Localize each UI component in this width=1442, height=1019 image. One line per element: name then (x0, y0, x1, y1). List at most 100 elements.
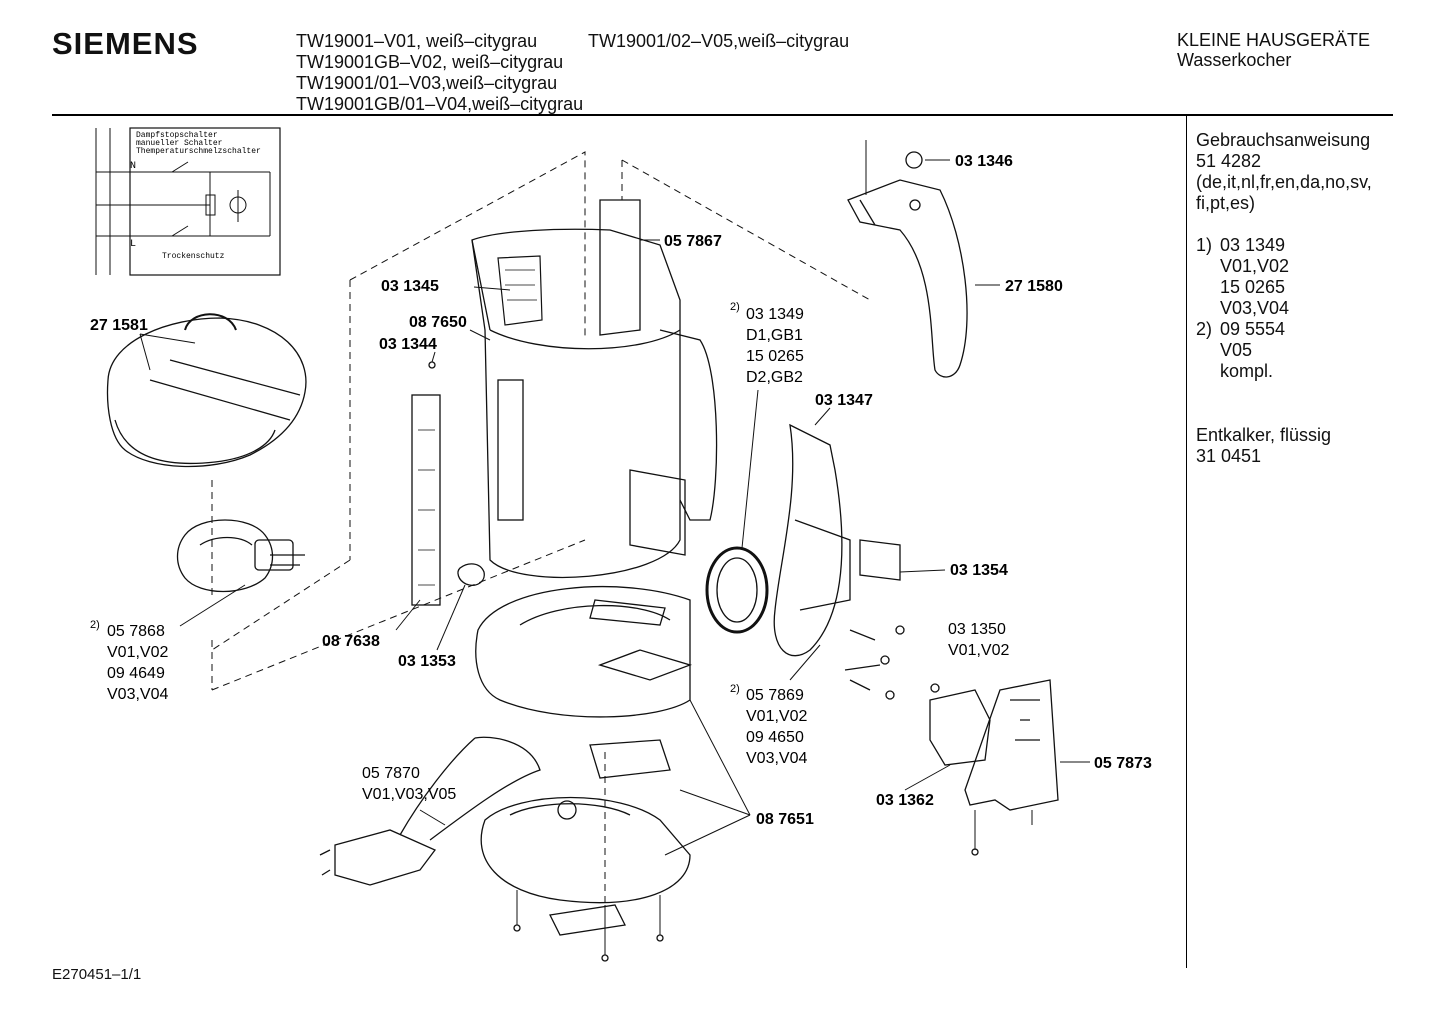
footnote-line: kompl. (1220, 361, 1274, 381)
footnote-marker: 2) (730, 301, 740, 313)
descaler-block: Entkalker, flüssig 31 0451 (1196, 425, 1331, 467)
schematic-label: Trockenschutz (162, 252, 225, 261)
manual-title: Gebrauchsanweisung (1196, 130, 1371, 150)
part-label: 03 1354 (950, 562, 1008, 579)
footnote-marker: 2) (730, 683, 740, 695)
thermostat-control (773, 423, 901, 657)
category-block: KLEINE HAUSGERÄTE Wasserkocher (1177, 30, 1370, 70)
footnote-line: V03,V04 (1220, 298, 1290, 318)
heating-element (176, 519, 305, 593)
part-label: 09 4650 (746, 729, 804, 746)
part-label: V01,V02 (746, 708, 807, 725)
footnote-line: V05 (1220, 340, 1253, 360)
part-label: V01,V02 (107, 644, 168, 661)
leader-lines (139, 159, 1090, 856)
model-line: TW19001–V01, weiß–citygrau (296, 31, 538, 51)
manual-languages: (de,it,nl,fr,en,da,no,sv, (1196, 172, 1372, 192)
part-label: 03 1345 (381, 278, 439, 295)
schematic-label: Themperaturschmelzschalter (136, 147, 261, 156)
descaler-label: Entkalker, flüssig (1196, 425, 1332, 445)
switch-symbol (171, 161, 189, 237)
part-label: 08 7650 (409, 314, 467, 331)
switch-panel (599, 199, 641, 336)
part-label: 03 1344 (379, 336, 437, 353)
small-parts (844, 625, 940, 700)
category-subtitle: Wasserkocher (1177, 50, 1292, 70)
model-line: TW19001GB–V02, weiß–citygrau (296, 52, 564, 72)
header-divider (52, 114, 1393, 116)
footnote-marker: 2) (1196, 319, 1213, 339)
schematic-wires (96, 171, 271, 237)
part-label: 03 1347 (815, 392, 873, 409)
limescale-filter (497, 255, 543, 326)
manual-block: Gebrauchsanweisung 51 4282 (de,it,nl,fr,… (1196, 130, 1372, 214)
model-line: TW19001/01–V03,weiß–citygrau (296, 73, 558, 93)
part-label: V03,V04 (107, 686, 168, 703)
lamp-symbol (229, 196, 247, 214)
model-line: TW19001GB/01–V04,weiß–citygrau (296, 94, 584, 114)
handle-cover (847, 140, 968, 378)
part-label: 08 7651 (756, 811, 814, 828)
part-label: 27 1581 (90, 317, 148, 334)
part-label: D1,GB1 (746, 327, 803, 344)
part-label: 03 1350 (948, 621, 1006, 638)
resistor-symbol (205, 194, 216, 216)
manual-number: 51 4282 (1196, 151, 1262, 171)
part-label: V01,V02 (948, 642, 1009, 659)
schematic-label: manueller Schalter (136, 139, 223, 148)
guide-line (621, 159, 871, 301)
assembly-guides (211, 151, 871, 925)
water-level-gauge (411, 361, 441, 606)
sealing-ring (705, 546, 769, 634)
kettle-body (471, 228, 718, 579)
footnote-line: V01,V02 (1220, 256, 1290, 276)
footnote-2-values: 09 5554 V05 kompl. (1220, 319, 1285, 382)
brand-logo: SIEMENS (52, 26, 199, 61)
part-label: 09 4649 (107, 665, 165, 682)
model-line: TW19001/02–V05,weiß–citygrau (588, 31, 850, 51)
footnote-line: 03 1349 (1220, 235, 1286, 255)
footnote-line: 15 0265 (1220, 277, 1286, 297)
part-label: 05 7867 (664, 233, 722, 250)
part-label: V01,V03,V05 (362, 786, 456, 803)
model-list-left: TW19001–V01, weiß–citygrau TW19001GB–V02… (296, 31, 583, 115)
part-label: 03 1353 (398, 653, 456, 670)
schematic-frame (129, 127, 281, 276)
descaler-number: 31 0451 (1196, 446, 1262, 466)
footnote-1-values: 03 1349 V01,V02 15 0265 V03,V04 (1220, 235, 1289, 319)
model-list-right: TW19001/02–V05,weiß–citygrau (588, 31, 849, 52)
guide-line (211, 151, 586, 691)
terminal-label: L (130, 239, 136, 250)
footnote-2: 2) (1196, 319, 1212, 340)
kettle-lid (106, 313, 307, 468)
footnote-marker: 1) (1196, 235, 1213, 255)
part-label: 05 7873 (1094, 755, 1152, 772)
part-label: 27 1580 (1005, 278, 1063, 295)
part-label: V03,V04 (746, 750, 807, 767)
manual-languages: fi,pt,es) (1196, 193, 1256, 213)
category-title: KLEINE HAUSGERÄTE (1177, 30, 1371, 50)
part-label: 03 1349 (746, 306, 804, 323)
part-label: 05 7870 (362, 765, 420, 782)
part-label: 03 1362 (876, 792, 934, 809)
footnote-1: 1) (1196, 235, 1212, 256)
part-labels: 03 1346 05 7867 27 1580 03 1345 27 1581 … (90, 153, 1152, 828)
wiring-schematic: Dampfstopschalter manueller Schalter The… (95, 127, 281, 276)
drawing-code: E270451–1/1 (52, 966, 142, 983)
part-label: D2,GB2 (746, 369, 803, 386)
terminal-label: N (130, 161, 136, 172)
sidebar-divider (1186, 116, 1187, 968)
part-label: 05 7868 (107, 623, 165, 640)
part-label: 05 7869 (746, 687, 804, 704)
schematic-label: Dampfstopschalter (136, 131, 218, 140)
base-plate (480, 739, 691, 962)
footnote-line: 09 5554 (1220, 319, 1286, 339)
part-label: 15 0265 (746, 348, 804, 365)
kettle-base (475, 585, 693, 718)
footnote-marker: 2) (90, 619, 100, 631)
switch-assembly (929, 679, 1059, 856)
part-label: 03 1346 (955, 153, 1013, 170)
part-label: 08 7638 (322, 633, 380, 650)
power-cord (319, 736, 541, 886)
